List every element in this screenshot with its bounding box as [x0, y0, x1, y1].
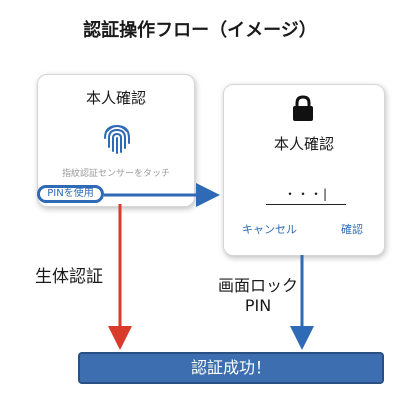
use-pin-button[interactable]: PINを使用 — [37, 185, 104, 203]
sensor-instruction: 指紋認証センサーをタッチ — [61, 169, 170, 179]
cancel-button[interactable]: キャンセル — [242, 223, 297, 236]
lock-icon — [293, 95, 313, 121]
auth-success-box: 認証成功！ — [78, 352, 384, 384]
biometric-flow-label: 生体認証 — [35, 267, 103, 287]
biometric-dialog: 本人確認 指紋認証センサーをタッチ — [37, 74, 195, 207]
fingerprint-icon — [104, 124, 130, 154]
biometric-dialog-title: 本人確認 — [85, 89, 146, 107]
pin-dialog-title: 本人確認 — [273, 135, 334, 153]
screen-lock-label-line1: 画面ロック — [218, 276, 299, 295]
screen-lock-label-line2: PIN — [244, 296, 272, 315]
diagram-title: 認証操作フロー（イメージ） — [83, 20, 317, 41]
pin-dialog: 本人確認 ・・・| キャンセル 確認 — [223, 84, 385, 256]
confirm-button[interactable]: 確認 — [341, 223, 363, 236]
pin-input[interactable]: ・・・| — [266, 184, 346, 205]
screen-lock-flow-label: 画面ロック PIN — [218, 276, 298, 316]
